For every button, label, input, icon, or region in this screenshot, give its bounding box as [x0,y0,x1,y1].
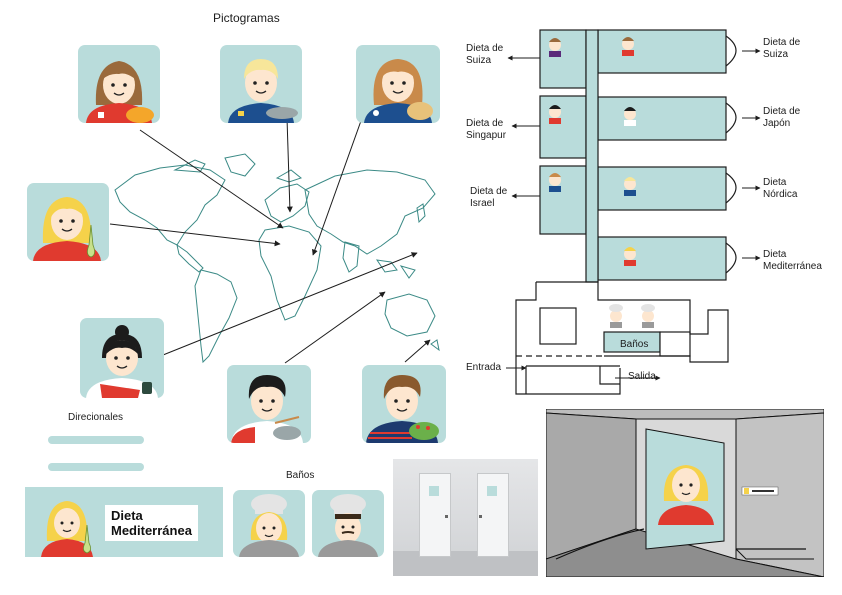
chef-man-icon [318,494,378,557]
plan-salida-label: Salida [628,371,656,382]
pictogram-israeli [356,45,440,123]
direcionales-title: Direcionales [68,412,124,423]
banner-text: Dieta Mediterránea [105,505,198,541]
pictogram-korean [362,365,446,443]
banner-line2: Mediterránea [111,523,192,538]
pictogram-swiss [78,45,160,123]
person-swedish-icon [228,59,298,123]
pictogram-chef-woman [233,490,305,557]
person-swiss-icon [86,61,154,123]
pictogram-chef-man [312,490,384,557]
person-japanese-icon [231,375,303,443]
person-korean-icon [366,375,439,443]
banner-line1: Dieta [111,508,143,523]
world-map [114,153,440,364]
plan-banos-label: Baños [620,339,649,350]
directional-bar-2 [48,463,144,471]
person-mediterranean-small-icon [41,501,93,557]
page-title: Pictogramas [213,11,280,25]
floor-plan [506,29,761,395]
pictogram-singapore [80,318,164,398]
corridor-render [546,409,824,577]
doors-photo [393,459,538,576]
person-mediterranean-icon [33,197,101,261]
plan-entrada-label: Entrada [466,362,502,373]
pictogram-swedish [220,45,302,123]
banos-title: Baños [286,470,315,481]
person-israeli-icon [364,59,433,123]
pictogram-mediterranean [27,183,109,261]
banner-mediterranea: Dieta Mediterránea [25,487,223,557]
directional-bar-1 [48,436,144,444]
person-singapore-icon [86,325,158,398]
pictogram-japanese [227,365,311,443]
chef-woman-icon [239,494,299,557]
